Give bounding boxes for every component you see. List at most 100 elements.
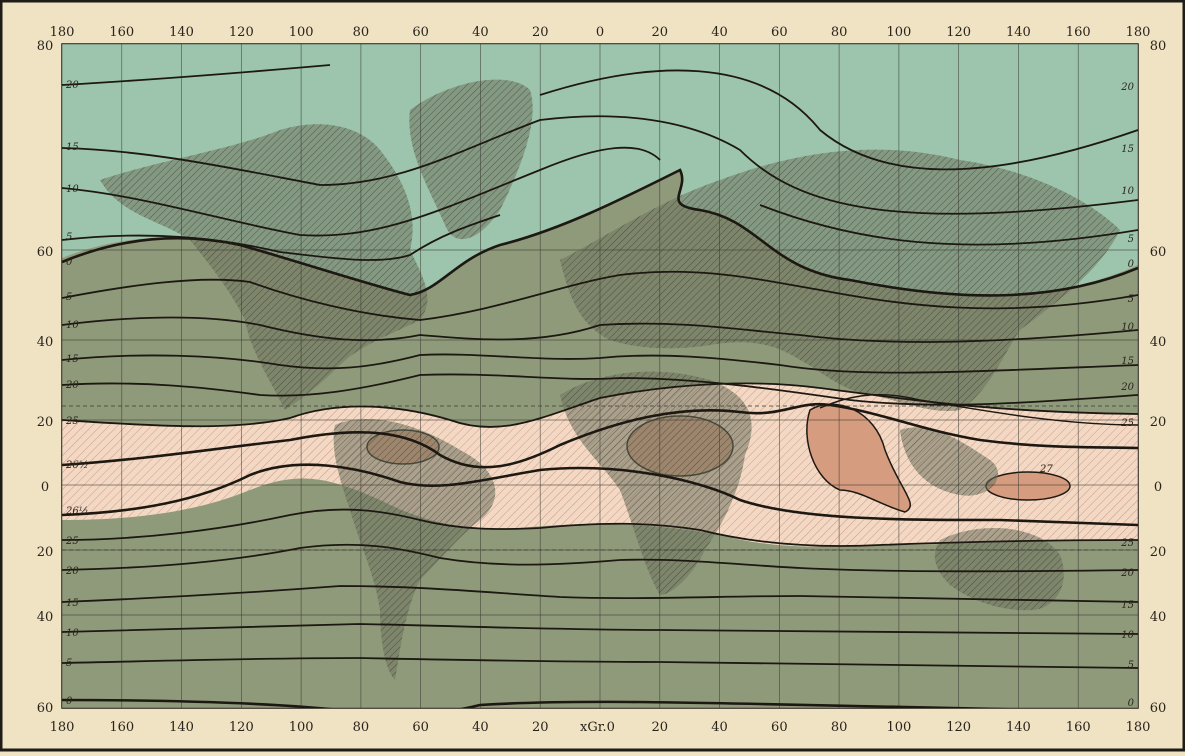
isotherm-label: 5 [66,232,72,243]
isotherm-north-10-east [759,204,1138,246]
isotherm-label: 26½ [65,460,88,471]
hot-spot-pacific [985,471,1071,501]
isotherm-label: 25 [65,536,79,547]
latitude-label: 60 [1150,701,1167,716]
isotherm-label: 5 [66,292,72,303]
longitude-label: 100 [289,720,314,735]
longitude-label: 140 [169,25,194,40]
isotherms [62,64,1138,708]
longitude-label: 100 [886,720,911,735]
isotherm-label: 10 [1121,630,1134,641]
map-body [62,44,1138,708]
isotherm-label: 25 [65,416,79,427]
isotherm-label: 5 [1128,234,1134,245]
isotherm-label: 10 [1121,186,1134,197]
isotherm-label: 0 [1128,259,1135,270]
isotherm-label: 20 [65,380,79,391]
longitude-label: 40 [711,25,728,40]
latitude-label: 20 [1150,545,1167,560]
longitude-label: 160 [1066,720,1091,735]
longitude-label: 0 [596,25,604,40]
longitude-label: 180 [1126,25,1151,40]
isotherm-south-20 [62,543,1138,573]
isotherm-north-20 [62,64,331,86]
isotherm-label: 25 [1120,418,1134,429]
latitude-label: 40 [37,335,54,350]
isotherm-label: 15 [66,142,79,153]
latitude-label: 40 [1150,335,1167,350]
longitude-label: 120 [946,720,971,735]
isotherm-label: 5 [1128,660,1134,671]
longitude-label: 20 [532,25,549,40]
isotherm-label: 20 [1120,82,1134,93]
latitude-label: 20 [37,545,54,560]
isotherm-label: 20 [1120,382,1134,393]
longitude-label: 180 [1126,720,1151,735]
isotherm-north-m5 [62,270,1138,321]
isotherm-label: 27 [1039,464,1053,475]
longitude-label: 60 [412,720,429,735]
isotherm-labels-equatorial: 26½ 26½ 27 [65,460,1053,517]
isotherm-south-15 [62,585,1138,603]
latitude-label: 60 [1150,245,1167,260]
isotherm-label: 20 [65,566,79,577]
longitude-label: 60 [771,720,788,735]
isotherm-equator-a [62,402,1138,469]
isotherm-label: 15 [1121,600,1134,611]
isotherm-label: 20 [1120,568,1134,579]
longitude-label: 140 [1006,720,1031,735]
isotherm-south-25 [62,508,1138,547]
isotherm-label: 15 [1121,144,1134,155]
longitude-label: 120 [229,25,254,40]
longitude-label: 160 [109,720,134,735]
longitude-label: 80 [353,720,370,735]
longitude-label: 160 [1066,25,1091,40]
latitude-label: 20 [37,415,54,430]
isotherm-label: 15 [1121,356,1134,367]
isotherm-label: 10 [66,320,79,331]
isotherm-north-m20 [62,373,1138,406]
longitude-label: 100 [886,25,911,40]
latitude-label: 40 [37,610,54,625]
isotherm-north-25 [62,382,1138,428]
longitude-label: 120 [946,25,971,40]
isotherm-label: 10 [66,628,79,639]
longitude-label: 20 [532,720,549,735]
isotherm-label: 5 [66,658,72,669]
isotherm-label: 15 [66,598,79,609]
isotherm-north-10 [62,146,661,237]
longitude-label: 40 [472,25,489,40]
isotherm-south-0 [62,698,1036,708]
longitude-label: 20 [652,25,669,40]
longitude-label: 80 [831,720,848,735]
isotherm-north-20-east [539,69,1138,171]
isotherm-label: 0 [1128,698,1135,709]
isotherm-label: 10 [1121,322,1134,333]
longitude-label: 120 [229,720,254,735]
longitude-label: 100 [289,25,314,40]
isotherm-north-5 [62,214,501,261]
longitude-label: 180 [50,25,75,40]
prime-meridian-label: xGr.0 [580,720,615,735]
latitude-label: 60 [37,701,54,716]
longitude-label: 140 [169,720,194,735]
longitude-label: 80 [831,25,848,40]
latitude-label: 0 [41,480,49,495]
longitude-label: 40 [472,720,489,735]
isotherm-label: 26½ [65,506,88,517]
isotherm-label: 15 [66,354,79,365]
isotherm-north-0 [62,168,1138,297]
isotherm-south-10 [62,623,1138,635]
longitude-label: 60 [771,25,788,40]
longitude-label: 80 [353,25,370,40]
isotherm-label: 0 [66,696,73,707]
latitude-label: 60 [37,245,54,260]
